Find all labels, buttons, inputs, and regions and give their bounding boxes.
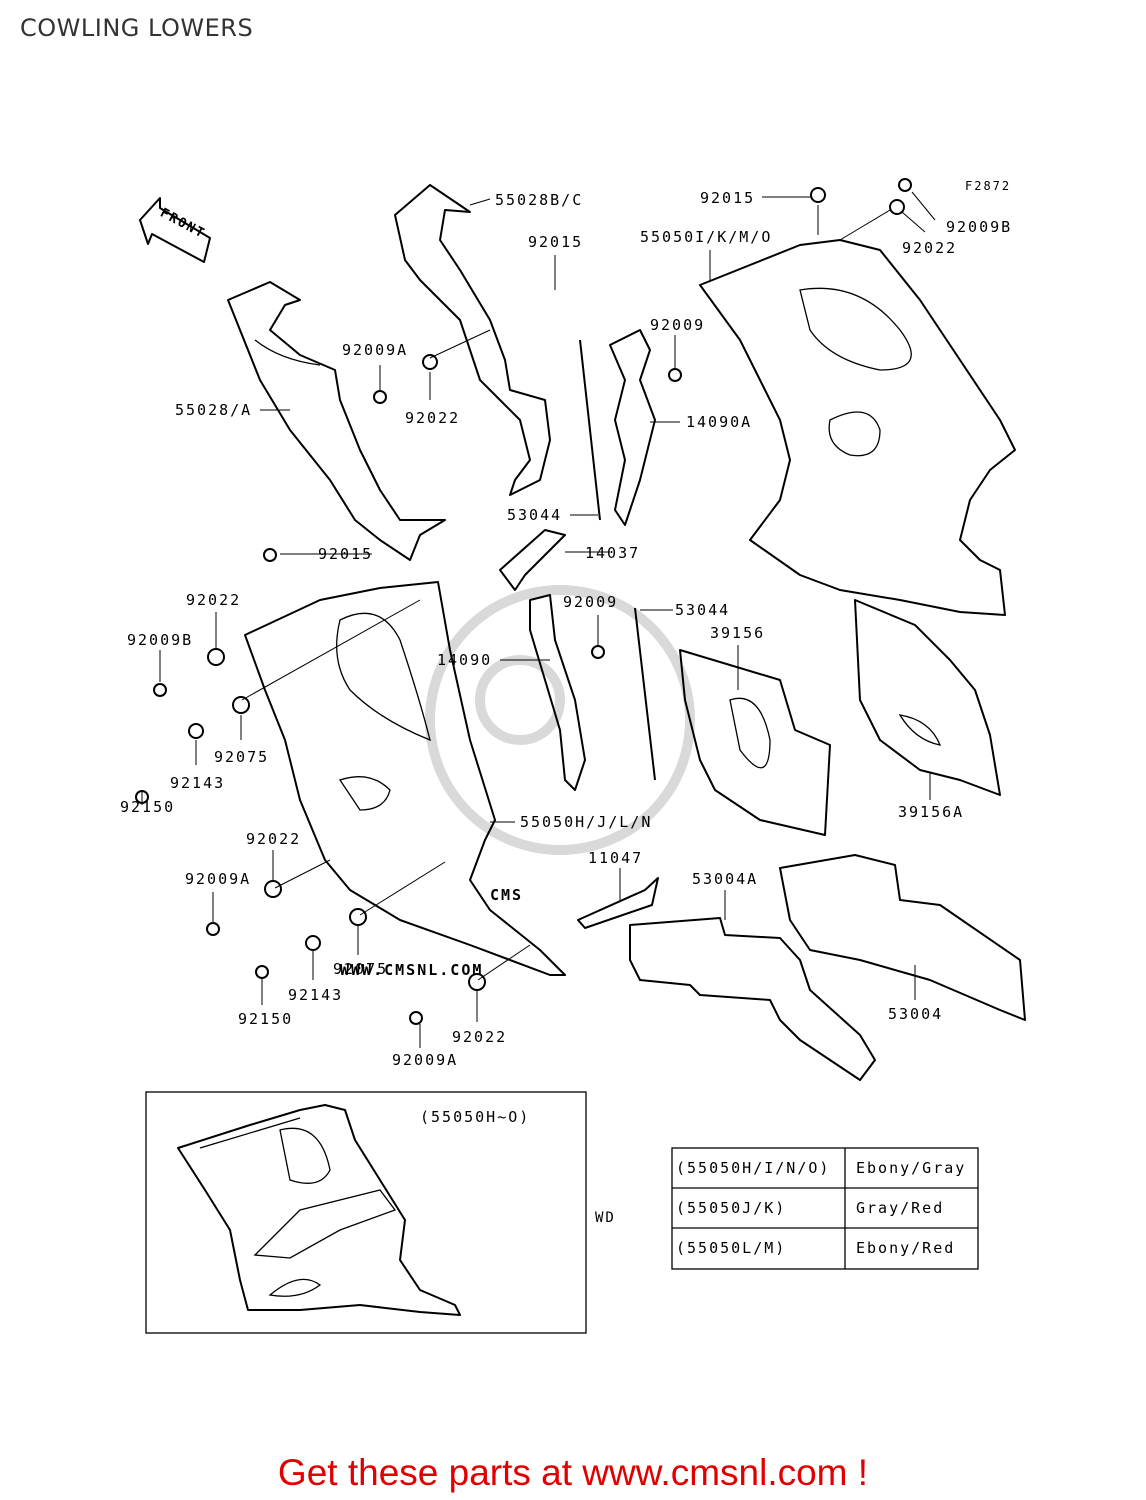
callout: 39156	[710, 624, 765, 642]
table-part-cell: (55050L/M)	[676, 1239, 786, 1257]
watermark-brand: CMS	[490, 886, 523, 904]
callout: 92150	[238, 1010, 293, 1028]
callout: 92022	[246, 830, 301, 848]
callout: 92075	[214, 748, 269, 766]
callout: 92022	[186, 591, 241, 609]
callout: 39156A	[898, 803, 964, 821]
callout: 55028/A	[175, 401, 252, 419]
callout: 55050I/K/M/O	[640, 228, 772, 246]
footer-link[interactable]: Get these parts at www.cmsnl.com !	[277, 1452, 869, 1493]
part-55028bc	[394, 184, 551, 496]
part-55050ikmo	[699, 239, 1016, 616]
callout: 92009A	[342, 341, 408, 359]
figure-code: F2872	[965, 179, 1011, 193]
callout: 55050H/J/L/N	[520, 813, 652, 831]
table-part-cell: (55050J/K)	[676, 1199, 786, 1217]
callout: 53044	[675, 601, 730, 619]
callout: 92009	[650, 316, 705, 334]
callout: 14090A	[686, 413, 752, 431]
parts-outlines	[135, 178, 1026, 1081]
page-title: COWLING LOWERS	[20, 14, 254, 42]
color-table: (55050H/I/N/O) Ebony/Gray (55050J/K) Gra…	[671, 1147, 979, 1270]
watermark-url: WWW.CMSNL.COM	[340, 961, 483, 979]
callout: 14037	[585, 544, 640, 562]
callout: 92015	[318, 545, 373, 563]
callout: 92009A	[185, 870, 251, 888]
inset-panel: (55050H~O) WD	[145, 1091, 616, 1334]
callout: 92022	[405, 409, 460, 427]
part-14090	[529, 594, 586, 791]
callout: 92015	[700, 189, 755, 207]
callout: 11047	[588, 849, 643, 867]
callout: 92009	[563, 593, 618, 611]
callout: 92022	[452, 1028, 507, 1046]
callout: 53044	[507, 506, 562, 524]
watermark: CMS WWW.CMSNL.COM	[340, 585, 695, 979]
leader-lines	[141, 191, 936, 1048]
callout: 14090	[437, 651, 492, 669]
callout: 92022	[902, 239, 957, 257]
table-color-cell: Gray/Red	[856, 1199, 944, 1217]
callout: 92143	[170, 774, 225, 792]
inset-cowl	[177, 1104, 461, 1316]
front-label: FRONT	[158, 206, 208, 242]
table-color-cell: Ebony/Gray	[856, 1159, 966, 1177]
part-53004	[779, 854, 1026, 1021]
callout: 92009B	[127, 631, 193, 649]
part-55050hjln	[244, 581, 566, 976]
part-39156a	[854, 599, 1001, 796]
inset-label: (55050H~O)	[420, 1108, 530, 1126]
part-11047	[577, 877, 659, 929]
callout: 92009B	[946, 218, 1012, 236]
inset-code: WD	[595, 1210, 616, 1226]
callout: 53004A	[692, 870, 758, 888]
part-53004a	[629, 917, 876, 1081]
callout: 92015	[528, 233, 583, 251]
callout-labels: 55028B/C 92015 55028/A 92009A 92022 5304…	[120, 189, 1012, 1069]
callout: 92075	[333, 960, 388, 978]
part-14037	[499, 529, 566, 591]
callout: 92009A	[392, 1051, 458, 1069]
callout: 53004	[888, 1005, 943, 1023]
table-color-cell: Ebony/Red	[856, 1239, 955, 1257]
callout: 92143	[288, 986, 343, 1004]
part-14090a	[609, 329, 656, 526]
callout: 55028B/C	[495, 191, 583, 209]
part-55028a	[227, 281, 446, 561]
front-arrow-icon: FRONT	[139, 197, 211, 263]
part-39156	[679, 649, 831, 836]
callout: 92150	[120, 798, 175, 816]
table-part-cell: (55050H/I/N/O)	[676, 1159, 830, 1177]
